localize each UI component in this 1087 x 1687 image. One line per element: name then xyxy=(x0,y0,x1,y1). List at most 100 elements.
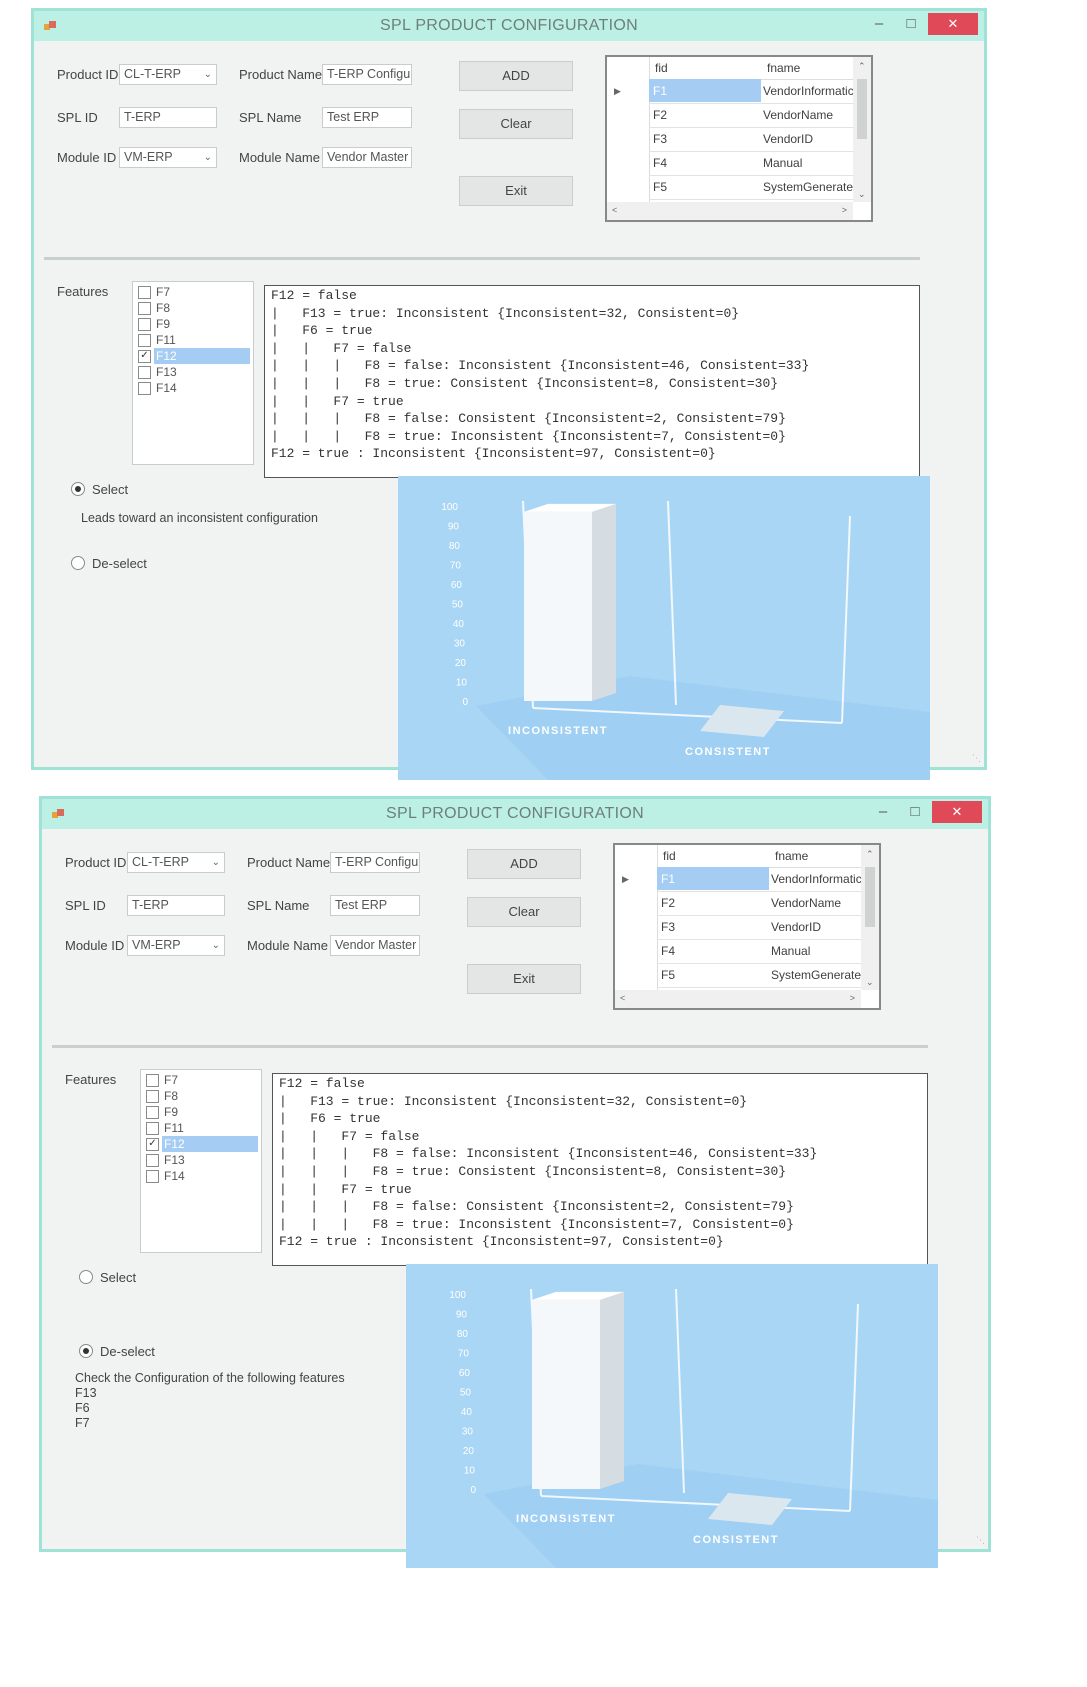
exit-button[interactable]: Exit xyxy=(467,964,581,994)
maximize-icon[interactable]: □ xyxy=(906,15,916,32)
title-bar[interactable]: SPL PRODUCT CONFIGURATION – □ ✕ xyxy=(42,799,988,829)
cell-fname[interactable]: VendorName xyxy=(771,896,842,910)
spl-name-field[interactable]: Test ERP xyxy=(330,895,420,916)
product-name-field[interactable]: T-ERP Configura xyxy=(330,852,420,873)
cell-fid[interactable]: F2 xyxy=(661,896,676,910)
cell-fid[interactable]: F1 xyxy=(657,867,769,890)
vertical-scrollbar[interactable]: ⌃ ⌄ xyxy=(861,845,879,990)
cell-fname[interactable]: VendorID xyxy=(771,920,822,934)
module-id-combo[interactable]: VM-ERP⌄ xyxy=(119,147,217,168)
table-row[interactable]: F3 VendorID xyxy=(649,127,853,152)
feature-checkbox[interactable]: ✓ xyxy=(146,1138,159,1151)
column-header-fid[interactable]: fid xyxy=(655,61,668,75)
product-id-combo[interactable]: CL-T-ERP⌄ xyxy=(127,852,225,873)
product-id-combo[interactable]: CL-T-ERP⌄ xyxy=(119,64,217,85)
cell-fid[interactable]: F1 xyxy=(649,79,761,102)
vertical-scrollbar[interactable]: ⌃ ⌄ xyxy=(853,57,871,202)
clear-button[interactable]: Clear xyxy=(467,897,581,927)
feature-item[interactable]: F8 xyxy=(144,1088,258,1104)
cell-fname[interactable]: SystemGenerate xyxy=(763,180,853,194)
maximize-icon[interactable]: □ xyxy=(910,803,920,820)
table-row[interactable]: F2 VendorName xyxy=(649,103,853,128)
radio-select-circle[interactable] xyxy=(71,482,85,496)
cell-fname[interactable]: VendorInformatic xyxy=(763,84,853,98)
feature-item[interactable]: F13 xyxy=(136,364,250,380)
resize-grip-icon[interactable]: ⋱ xyxy=(972,753,981,763)
feature-item[interactable]: F11 xyxy=(136,332,250,348)
feature-item[interactable]: F14 xyxy=(136,380,250,396)
scroll-left-icon[interactable]: < xyxy=(620,993,626,1003)
scroll-right-icon[interactable]: > xyxy=(841,205,847,215)
radio-deselect-circle[interactable] xyxy=(79,1344,93,1358)
scroll-thumb[interactable] xyxy=(857,79,867,139)
scroll-down-icon[interactable]: ⌄ xyxy=(858,189,866,199)
feature-item[interactable]: F11 xyxy=(144,1120,258,1136)
select-radio[interactable]: Select xyxy=(79,1270,136,1285)
scroll-right-icon[interactable]: > xyxy=(849,993,855,1003)
clear-button[interactable]: Clear xyxy=(459,109,573,139)
spl-id-field[interactable]: T-ERP xyxy=(119,107,217,128)
feature-checkbox[interactable] xyxy=(138,318,151,331)
column-header-fname[interactable]: fname xyxy=(775,849,809,863)
horizontal-scrollbar[interactable]: < > xyxy=(615,990,861,1008)
product-name-field[interactable]: T-ERP Configura xyxy=(322,64,412,85)
scroll-up-icon[interactable]: ⌃ xyxy=(866,849,874,859)
close-icon[interactable]: ✕ xyxy=(932,801,982,823)
cell-fname[interactable]: SystemGenerate xyxy=(771,968,861,982)
feature-checkbox[interactable] xyxy=(146,1154,159,1167)
feature-item[interactable]: F9 xyxy=(144,1104,258,1120)
scroll-down-icon[interactable]: ⌄ xyxy=(866,977,874,987)
cell-fname[interactable]: Manual xyxy=(763,156,803,170)
feature-checkbox[interactable] xyxy=(146,1170,159,1183)
feature-item[interactable]: F13 xyxy=(144,1152,258,1168)
deselect-radio[interactable]: De-select xyxy=(71,556,147,571)
table-row[interactable]: F5 SystemGenerate xyxy=(657,963,861,988)
feature-item[interactable]: F7 xyxy=(136,284,250,300)
feature-item[interactable]: ✓F12 xyxy=(136,348,250,364)
feature-checkbox[interactable] xyxy=(146,1090,159,1103)
feature-item[interactable]: ✓F12 xyxy=(144,1136,258,1152)
feature-checkbox[interactable] xyxy=(146,1074,159,1087)
cell-fname[interactable]: Manual xyxy=(771,944,811,958)
module-id-combo[interactable]: VM-ERP⌄ xyxy=(127,935,225,956)
feature-checkbox[interactable]: ✓ xyxy=(138,350,151,363)
table-row[interactable]: F4 Manual xyxy=(657,939,861,964)
cell-fid[interactable]: F3 xyxy=(653,132,668,146)
cell-fid[interactable]: F5 xyxy=(661,968,676,982)
deselect-radio[interactable]: De-select xyxy=(79,1344,155,1359)
feature-item[interactable]: F8 xyxy=(136,300,250,316)
cell-fname[interactable]: VendorName xyxy=(763,108,834,122)
minimize-icon[interactable]: – xyxy=(878,803,888,820)
spl-name-field[interactable]: Test ERP xyxy=(322,107,412,128)
column-header-fname[interactable]: fname xyxy=(767,61,801,75)
add-button[interactable]: ADD xyxy=(459,61,573,91)
scroll-thumb[interactable] xyxy=(865,867,875,927)
scroll-up-icon[interactable]: ⌃ xyxy=(858,61,866,71)
feature-checkbox[interactable] xyxy=(138,366,151,379)
cell-fid[interactable]: F2 xyxy=(653,108,668,122)
select-radio[interactable]: Select xyxy=(71,482,128,497)
radio-deselect-circle[interactable] xyxy=(71,556,85,570)
cell-fname[interactable]: VendorInformatic xyxy=(771,872,861,886)
feature-checkbox[interactable] xyxy=(138,302,151,315)
spl-id-field[interactable]: T-ERP xyxy=(127,895,225,916)
feature-checkbox[interactable] xyxy=(138,382,151,395)
feature-checkbox[interactable] xyxy=(146,1122,159,1135)
scroll-left-icon[interactable]: < xyxy=(612,205,618,215)
feature-item[interactable]: F9 xyxy=(136,316,250,332)
title-bar[interactable]: SPL PRODUCT CONFIGURATION – □ ✕ xyxy=(34,11,984,41)
cell-fid[interactable]: F4 xyxy=(661,944,676,958)
module-name-field[interactable]: Vendor Master xyxy=(322,147,412,168)
cell-fname[interactable]: VendorID xyxy=(763,132,814,146)
radio-select-circle[interactable] xyxy=(79,1270,93,1284)
exit-button[interactable]: Exit xyxy=(459,176,573,206)
horizontal-scrollbar[interactable]: < > xyxy=(607,202,853,220)
minimize-icon[interactable]: – xyxy=(874,15,884,32)
feature-item[interactable]: F14 xyxy=(144,1168,258,1184)
resize-grip-icon[interactable]: ⋱ xyxy=(976,1535,985,1545)
feature-checkbox[interactable] xyxy=(138,334,151,347)
